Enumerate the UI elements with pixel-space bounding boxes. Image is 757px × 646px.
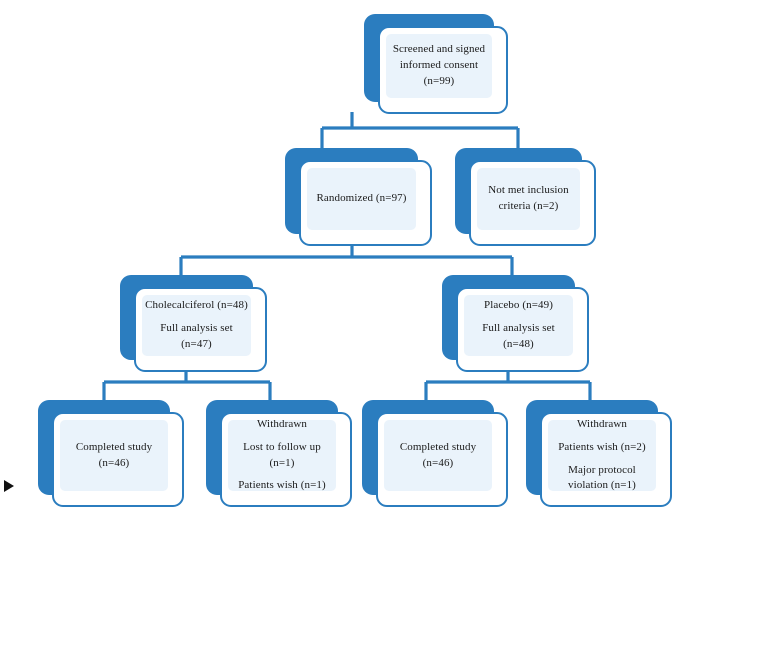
node-placebo-arm: Placebo (n=49) Full analysis set (n=48) xyxy=(442,275,589,372)
node-text-line: informed consent xyxy=(399,59,479,72)
node-text-panel: Completed study (n=46) xyxy=(60,420,168,491)
node-withdrawn-cholecalciferol: Withdrawn Lost to follow up (n=1) Patien… xyxy=(206,400,352,507)
node-text-line: Withdrawn xyxy=(257,417,307,430)
node-text-panel: Withdrawn Lost to follow up (n=1) Patien… xyxy=(228,417,336,492)
node-card: Withdrawn Lost to follow up (n=1) Patien… xyxy=(220,412,352,507)
node-not-met-inclusion: Not met inclusion criteria (n=2) xyxy=(455,148,596,246)
left-edge-arrow-icon xyxy=(4,480,14,492)
node-text-line: Placebo (n=49) xyxy=(483,299,553,312)
node-text-line: (n=99) xyxy=(423,74,455,87)
node-text-line: Patients wish (n=1) xyxy=(238,479,326,492)
node-text-panel: Placebo (n=49) Full analysis set (n=48) xyxy=(464,295,573,356)
node-withdrawn-placebo: Withdrawn Patients wish (n=2) Major prot… xyxy=(526,400,672,507)
node-text-line: Completed study xyxy=(399,440,477,453)
node-text-line: Patients wish (n=2) xyxy=(558,440,646,453)
node-card: Completed study (n=46) xyxy=(52,412,184,507)
node-text-panel: Completed study (n=46) xyxy=(384,420,492,491)
node-card: Screened and signed informed consent (n=… xyxy=(378,26,508,114)
node-text-line: Full analysis set xyxy=(482,322,555,335)
node-text-line: Lost to follow up xyxy=(243,440,321,453)
node-text-panel: Randomized (n=97) xyxy=(307,168,416,230)
node-card: Placebo (n=49) Full analysis set (n=48) xyxy=(456,287,589,372)
node-text-panel: Not met inclusion criteria (n=2) xyxy=(477,168,580,230)
node-text-line: criteria (n=2) xyxy=(498,200,559,212)
node-text-line: Major protocol xyxy=(568,463,636,476)
node-text-line: violation (n=1) xyxy=(568,479,636,492)
node-text-panel: Withdrawn Patients wish (n=2) Major prot… xyxy=(548,417,656,492)
node-text-line: Screened and signed xyxy=(392,43,486,56)
node-card: Withdrawn Patients wish (n=2) Major prot… xyxy=(540,412,672,507)
node-text-line: (n=47) xyxy=(181,337,212,350)
node-text-line: Not met inclusion xyxy=(488,184,569,197)
node-text-panel: Screened and signed informed consent (n=… xyxy=(386,34,492,98)
node-text-line: (n=48) xyxy=(503,337,534,350)
node-card: Randomized (n=97) xyxy=(299,160,432,246)
node-text-line: Randomized (n=97) xyxy=(316,192,407,205)
node-text-panel: Cholecalciferol (n=48) Full analysis set… xyxy=(142,295,251,356)
node-text-line: Full analysis set xyxy=(160,322,233,335)
node-text-line: Cholecalciferol (n=48) xyxy=(145,299,248,312)
node-completed-study-placebo: Completed study (n=46) xyxy=(362,400,508,507)
node-text-line: (n=46) xyxy=(422,456,454,469)
node-cholecalciferol-arm: Cholecalciferol (n=48) Full analysis set… xyxy=(120,275,267,372)
node-text-line: (n=46) xyxy=(98,456,130,469)
node-card: Completed study (n=46) xyxy=(376,412,508,507)
node-text-line: (n=1) xyxy=(269,456,295,469)
node-card: Not met inclusion criteria (n=2) xyxy=(469,160,596,246)
node-text-line: Completed study xyxy=(75,440,153,453)
node-completed-study-cholecalciferol: Completed study (n=46) xyxy=(38,400,184,507)
node-randomized: Randomized (n=97) xyxy=(285,148,432,246)
node-text-line: Withdrawn xyxy=(577,417,627,430)
node-screened: Screened and signed informed consent (n=… xyxy=(364,14,508,114)
node-card: Cholecalciferol (n=48) Full analysis set… xyxy=(134,287,267,372)
